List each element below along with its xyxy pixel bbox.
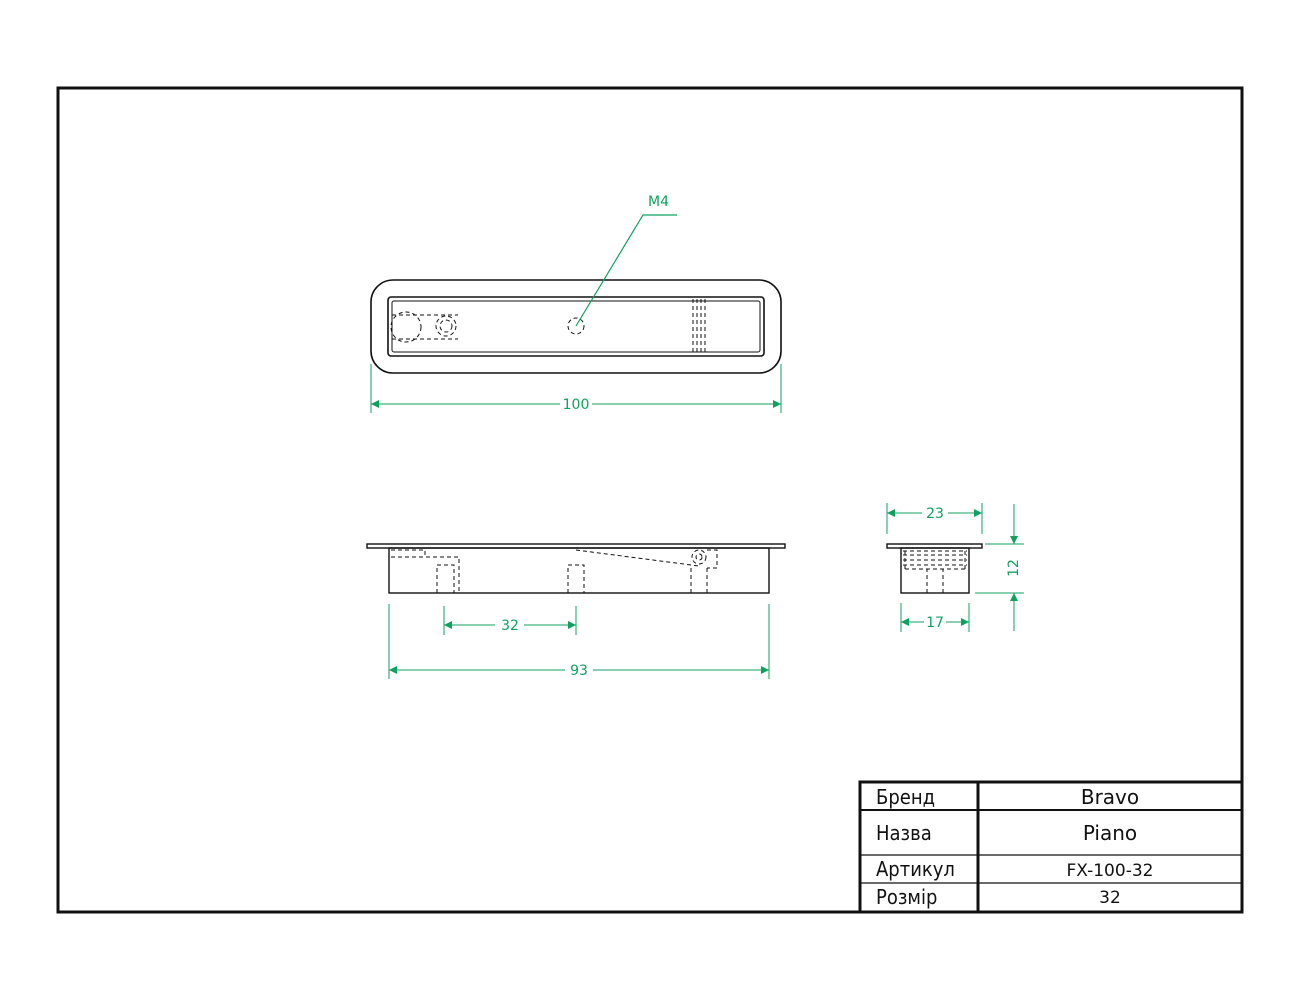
hidden-post-left <box>436 564 455 593</box>
hidden-small-hole-inner <box>439 319 453 333</box>
title-block-label-size: Розмір <box>876 885 937 909</box>
title-block-label-name: Назва <box>876 821 932 845</box>
dim-hole-spacing <box>443 606 577 635</box>
hidden-post-mid <box>567 564 585 593</box>
dim-body-length <box>388 604 770 679</box>
hidden-pivot <box>691 549 707 565</box>
title-block-value-name: Piano <box>1083 821 1137 845</box>
dim-hole-spacing-text: 32 <box>501 618 519 634</box>
top-view-inner-recess-line <box>391 300 761 353</box>
hidden-large-hole <box>390 311 422 343</box>
dim-length-top <box>370 364 782 413</box>
title-block-label-brand: Бренд <box>876 785 935 809</box>
dim-width-bottom-text: 17 <box>926 615 944 631</box>
side-view <box>886 543 983 594</box>
dim-depth <box>975 504 1024 631</box>
top-view <box>370 279 782 374</box>
title-block-value-article: FX-100-32 <box>1067 861 1154 881</box>
hidden-small-hole <box>435 315 457 337</box>
front-view-body <box>388 547 770 594</box>
hidden-slot <box>392 314 458 340</box>
callout-m4: M4 <box>575 194 677 327</box>
dim-width-top-text: 23 <box>926 506 944 522</box>
hidden-pivot-inner <box>695 553 703 561</box>
top-view-inner-recess <box>387 296 765 357</box>
hidden-hinge-lines <box>692 299 706 354</box>
title-block-frame <box>858 780 1244 914</box>
title-block: Бренд Bravo Назва Piano Артикул FX-100-3… <box>858 780 1244 914</box>
title-block-value-brand: Bravo <box>1081 785 1139 809</box>
dim-length-top-text: 100 <box>563 397 590 413</box>
dim-width-top <box>886 503 983 534</box>
hidden-lever <box>575 549 700 567</box>
hidden-m4-hole <box>567 317 585 335</box>
side-hidden-post <box>926 569 944 593</box>
dim-depth-text: 12 <box>1006 559 1022 577</box>
callout-leader <box>575 214 677 327</box>
callout-label: M4 <box>648 194 669 210</box>
drawing-frame <box>56 86 1244 914</box>
top-view-outer-rim <box>370 279 782 374</box>
hidden-left-pocket <box>391 549 460 593</box>
front-view <box>366 543 786 594</box>
title-block-value-size: 32 <box>1099 888 1121 908</box>
dim-width-bottom <box>900 603 970 632</box>
dim-body-length-text: 93 <box>570 663 588 679</box>
hidden-post-right <box>690 549 718 593</box>
title-block-label-article: Артикул <box>876 857 955 881</box>
side-view-body <box>900 547 970 594</box>
side-hidden-lines <box>903 550 967 570</box>
